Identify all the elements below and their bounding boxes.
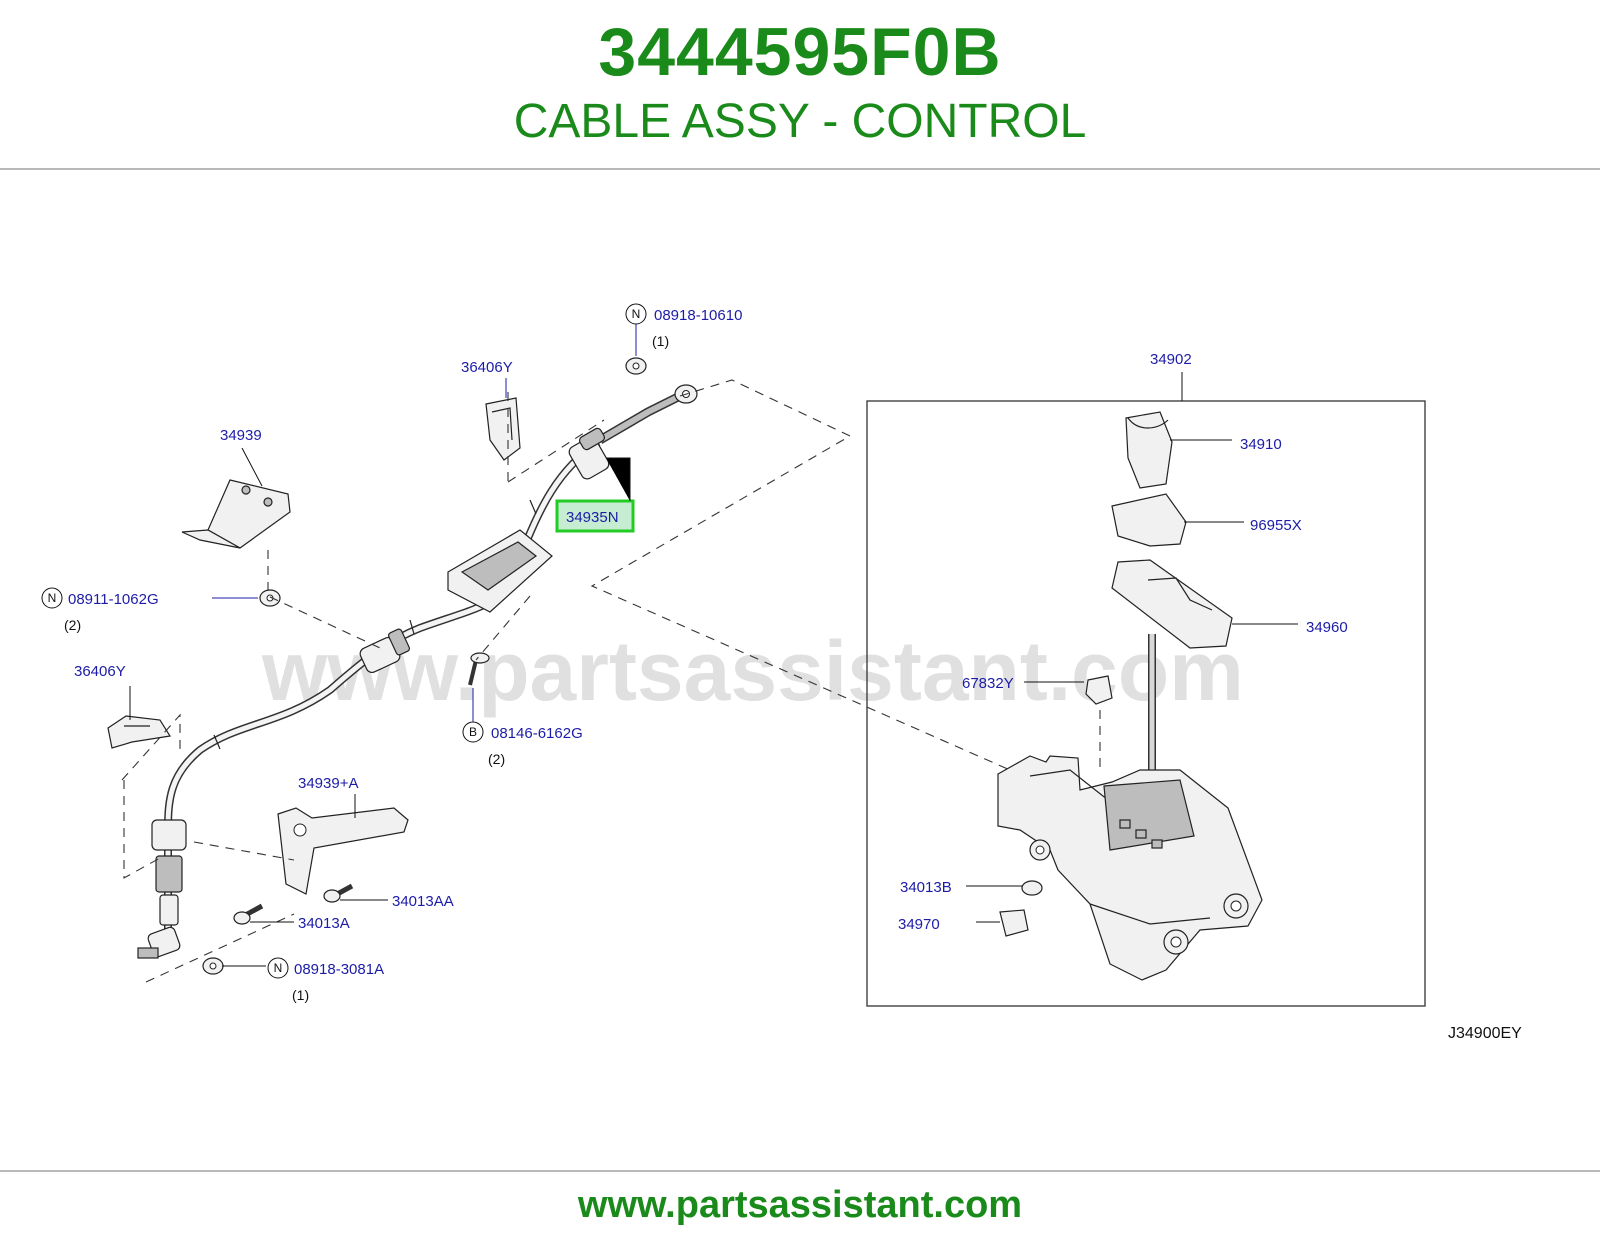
clip-36406Y-left <box>107 715 171 749</box>
callout-34970[interactable]: 34970 <box>898 916 1000 933</box>
clip-36406Y-top <box>485 397 521 461</box>
callout-badge: N <box>632 307 641 321</box>
callout-34939A[interactable]: 34939+A <box>298 775 358 818</box>
callout-label[interactable]: 34939 <box>220 427 262 444</box>
callout-08911-1062G[interactable]: N 08911-1062G (2) <box>41 587 258 633</box>
bracket-34939A <box>277 807 409 895</box>
callout-label[interactable]: 34013A <box>298 915 350 932</box>
callout-badge: N <box>274 961 283 975</box>
callout-34013B[interactable]: 34013B <box>900 879 1022 896</box>
highlight-box <box>555 499 635 533</box>
callout-34960[interactable]: 34960 <box>1232 619 1348 636</box>
callout-label[interactable]: 34939+A <box>298 775 358 792</box>
badge-n-icon <box>267 957 289 979</box>
callout-label[interactable]: 96955X <box>1250 517 1302 534</box>
callout-label[interactable]: 08146-6162G <box>491 725 583 742</box>
callout-label[interactable]: 34960 <box>1306 619 1348 636</box>
part-number-title: 3444595F0B <box>598 14 1002 90</box>
callout-08918-10610[interactable]: N 08918-10610 (1) <box>625 303 742 356</box>
callout-label[interactable]: 34013B <box>900 879 952 896</box>
shifter-assembly-box <box>866 400 1426 1007</box>
callout-34902[interactable]: 34902 <box>1150 351 1192 401</box>
assembly-dashed-lines-left <box>121 379 1011 983</box>
callout-36406Y-top[interactable]: 36406Y <box>461 359 513 398</box>
callout-badge: B <box>469 725 477 739</box>
callout-label[interactable]: 36406Y <box>74 663 126 680</box>
header-divider <box>0 168 1600 170</box>
callout-34939[interactable]: 34939 <box>220 427 263 487</box>
callout-08918-3081A[interactable]: N 08918-3081A (1) <box>222 957 384 1003</box>
callout-label[interactable]: 67832Y <box>962 675 1014 692</box>
callout-label[interactable]: 08918-10610 <box>654 307 742 324</box>
callout-96955X[interactable]: 96955X <box>1184 517 1302 534</box>
callout-qty: (1) <box>652 333 669 349</box>
callout-label[interactable]: 34910 <box>1240 436 1282 453</box>
footer-website-link[interactable]: www.partsassistant.com <box>577 1184 1023 1226</box>
callout-label[interactable]: 34970 <box>898 916 940 933</box>
callout-34935N[interactable]: 34935N <box>555 457 635 533</box>
callout-34013AA[interactable]: 34013AA <box>340 893 454 910</box>
callout-label[interactable]: 34935N <box>566 509 619 526</box>
shifter-assembly-drawing <box>997 411 1263 981</box>
callout-label[interactable]: 08911-1062G <box>68 591 159 608</box>
callout-label[interactable]: 34013AA <box>392 893 454 910</box>
fasteners-left <box>202 357 647 975</box>
callout-badge: N <box>48 591 57 605</box>
callout-36406Y-left[interactable]: 36406Y <box>74 663 131 720</box>
callout-08146-6162G[interactable]: B 08146-6162G (2) <box>462 688 583 767</box>
watermark-text: www.partsassistant.com <box>261 624 1244 718</box>
callout-label[interactable]: 08918-3081A <box>294 961 384 978</box>
bracket-34939 <box>181 479 291 549</box>
diagram-code: J34900EY <box>1448 1025 1522 1042</box>
callout-67832Y[interactable]: 67832Y <box>962 675 1084 692</box>
callout-qty: (1) <box>292 987 309 1003</box>
callout-34013A[interactable]: 34013A <box>250 915 350 932</box>
part-name-subtitle: CABLE ASSY - CONTROL <box>513 95 1087 148</box>
cable-assembly-drawing <box>137 384 698 959</box>
callout-qty: (2) <box>64 617 81 633</box>
footer-divider <box>0 1170 1600 1172</box>
callout-qty: (2) <box>488 751 505 767</box>
badge-n-icon <box>41 587 63 609</box>
callout-label[interactable]: 36406Y <box>461 359 513 376</box>
callout-label[interactable]: 34902 <box>1150 351 1192 368</box>
page-header: 3444595F0B CABLE ASSY - CONTROL <box>0 0 1600 168</box>
callout-34910[interactable]: 34910 <box>1170 436 1282 453</box>
